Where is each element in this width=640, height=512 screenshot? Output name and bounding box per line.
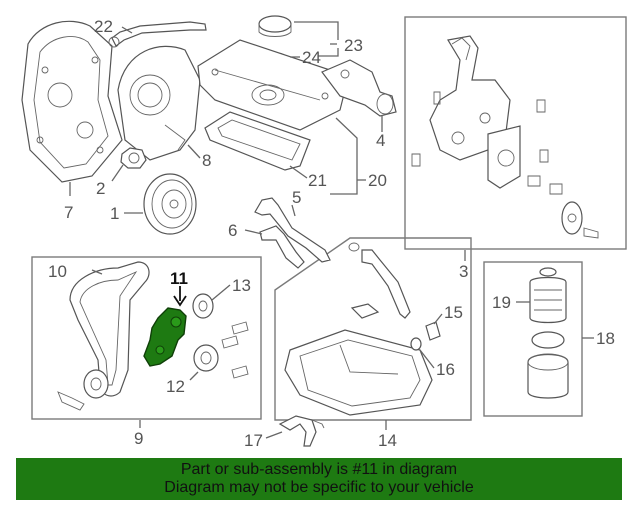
callout-4: 4 [376, 131, 385, 150]
idler-pulley-part [192, 293, 214, 319]
callout-12: 12 [166, 377, 185, 396]
callout-15: 15 [444, 303, 463, 322]
box-oil-pan-group [274, 237, 472, 421]
banner-line-1: Part or sub-assembly is #11 in diagram [180, 461, 458, 478]
parts-diagram: 22 7 2 8 1 24 23 4 21 20 5 6 3 10 11 13 … [21, 15, 627, 450]
bushing-part [120, 147, 147, 169]
callout-14: 14 [378, 431, 397, 450]
callout-7: 7 [64, 203, 73, 222]
callout-21: 21 [308, 171, 327, 190]
callout-13: 13 [232, 276, 251, 295]
pcv-hose-part [108, 21, 207, 48]
tensioner-part-highlighted [143, 307, 187, 367]
oil-pan-part [284, 329, 433, 416]
callout-3: 3 [459, 262, 468, 281]
leader-lines [69, 21, 594, 439]
callout-23: 23 [344, 36, 363, 55]
valve-cover-gasket-part [204, 111, 311, 171]
callout-2: 2 [96, 179, 105, 198]
callout-9: 9 [134, 429, 143, 448]
callout-8: 8 [202, 151, 211, 170]
callout-16: 16 [436, 360, 455, 379]
banner-line-2: Diagram may not be specific to your vehi… [164, 479, 474, 496]
callout-10: 10 [48, 262, 67, 281]
oil-pump-part [411, 35, 599, 239]
rear-timing-cover-part [117, 45, 201, 161]
callout-19: 19 [492, 293, 511, 312]
outlet-elbow-part [321, 59, 397, 117]
callout-11-highlighted: 11 [170, 269, 188, 288]
timing-cover-part [21, 20, 123, 183]
oil-line-lower-part [278, 415, 325, 447]
box-oil-filter-group [483, 261, 583, 417]
callout-24: 24 [302, 48, 321, 67]
oil-pickup-part [348, 242, 411, 319]
drain-plug-part [410, 321, 441, 351]
callout-5: 5 [292, 188, 301, 207]
oil-filter-part [527, 267, 569, 399]
valve-cover-part [197, 39, 346, 131]
box-oil-pump-group [404, 16, 627, 250]
crank-pulley-part [143, 173, 197, 235]
callout-17: 17 [244, 431, 263, 450]
callout-20: 20 [368, 171, 387, 190]
timing-bolts-part [57, 321, 249, 411]
callout-22: 22 [94, 17, 113, 36]
callout-18: 18 [596, 329, 615, 348]
oil-line-part [254, 197, 331, 269]
box-timing-belt-group [31, 256, 262, 420]
idler-pulley-2-part [193, 344, 219, 372]
info-banner: Part or sub-assembly is #11 in diagram D… [16, 458, 622, 500]
callout-1: 1 [110, 204, 119, 223]
callout-6: 6 [228, 221, 237, 240]
timing-belt-part [69, 261, 150, 397]
